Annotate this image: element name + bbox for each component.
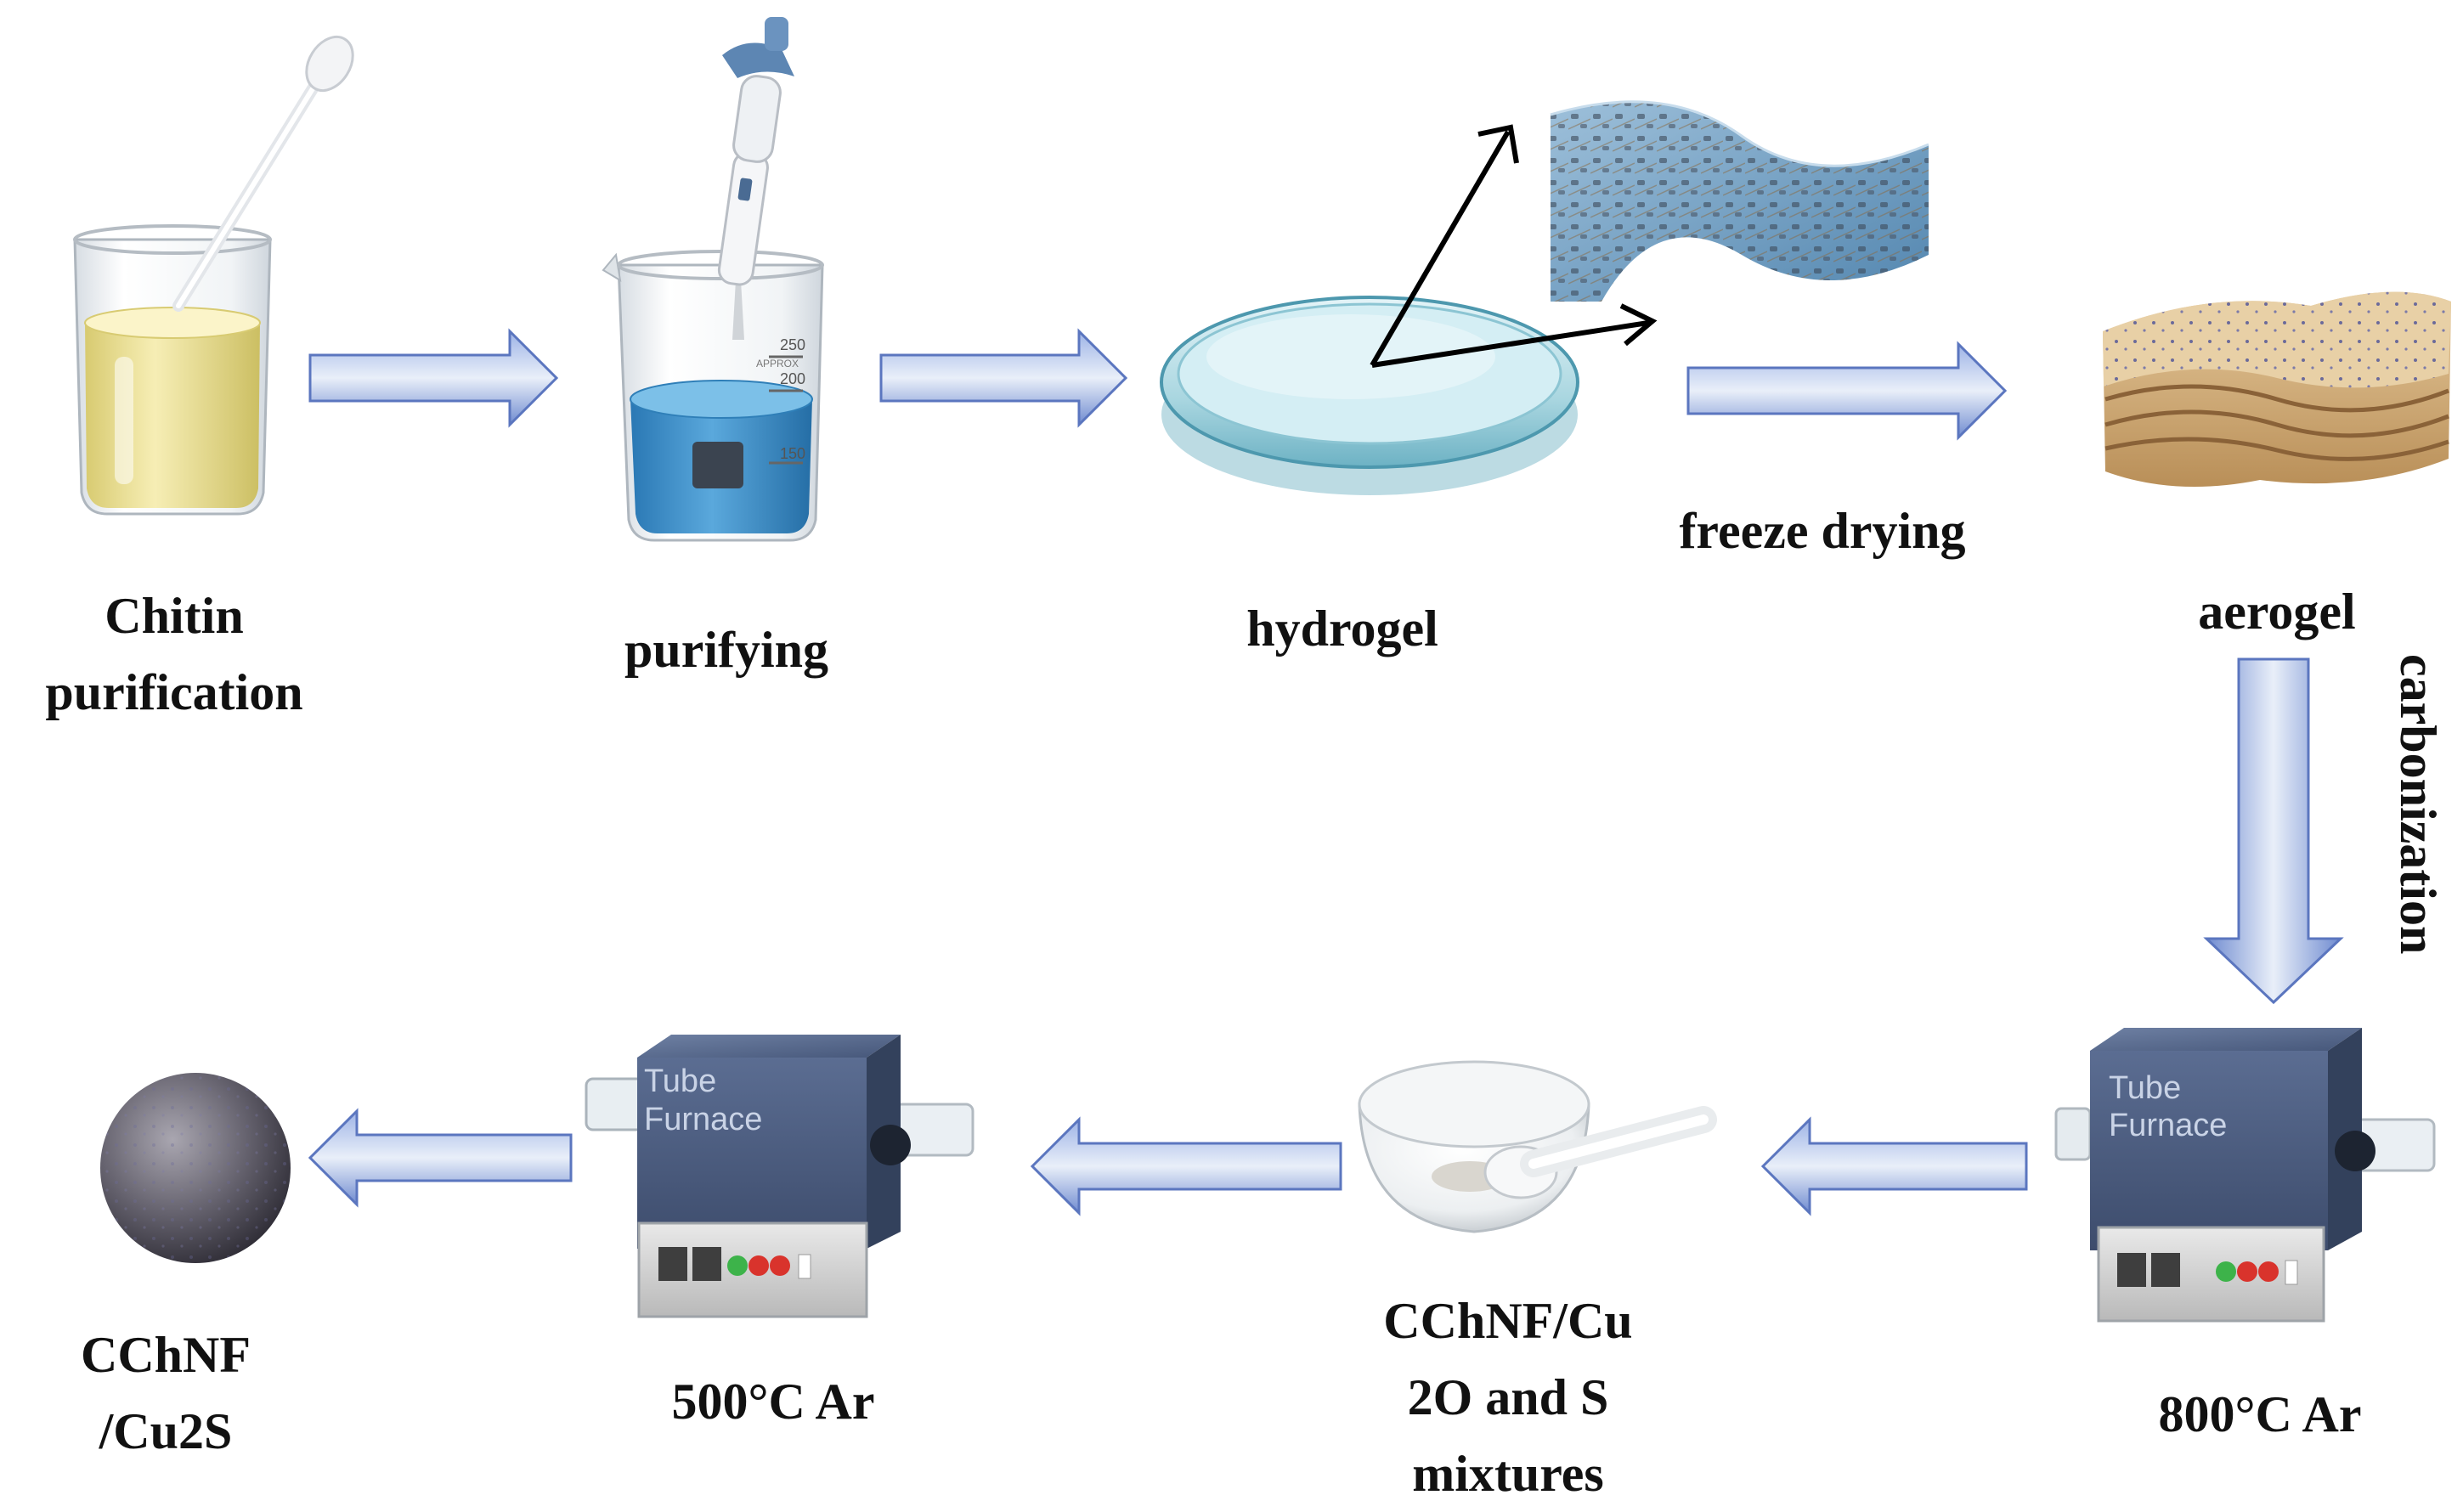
label-product-line1: CChNF — [80, 1327, 251, 1383]
purifying-beaker-illustration: 250 200 150 APPROX — [602, 17, 824, 542]
arrow-chitin-to-purifying — [308, 328, 559, 428]
label-500c-ar: 500°C Ar — [671, 1374, 875, 1430]
pestle-icon — [1483, 1106, 1717, 1199]
furnace-500-label-line1: Tube — [644, 1063, 716, 1099]
furnace-500-label-line2: Furnace — [644, 1102, 762, 1137]
label-chitin-line2: purification — [45, 664, 303, 720]
arrow-hydrogel-to-aerogel — [1686, 341, 2008, 441]
arrow-purifying-to-hydrogel — [879, 328, 1128, 428]
chitin-beaker-illustration — [73, 35, 354, 516]
cchnf-cu2s-sphere-illustration — [100, 1073, 291, 1263]
label-mixtures-line3: mixtures — [1412, 1446, 1604, 1502]
petri-dish-illustration — [1160, 296, 1579, 495]
label-product: CChNF /Cu2S — [51, 1317, 280, 1470]
mortar-pestle-illustration — [1358, 1060, 1717, 1233]
label-aerogel: aerogel — [2198, 584, 2356, 640]
beaker-graduation-marks: 250 200 150 APPROX — [756, 336, 805, 465]
label-mixtures: CChNF/Cu 2O and S mixtures — [1317, 1283, 1699, 1512]
label-mixtures-line2: 2O and S — [1407, 1369, 1609, 1425]
beaker-mark-low: 150 — [780, 445, 805, 462]
label-carbonization: carbonization — [2390, 654, 2446, 955]
beaker-mark-mid: 200 — [780, 370, 805, 387]
aerogel-illustration — [2103, 291, 2451, 487]
micropipette-icon — [717, 17, 794, 340]
tube-furnace-500-illustration: Tube Furnace — [585, 1035, 974, 1318]
arrow-mixtures-to-500 — [1030, 1116, 1342, 1216]
beaker-mark-note: APPROX — [756, 358, 799, 370]
zoom-arrows — [1370, 124, 1658, 368]
tube-furnace-800-illustration: Tube Furnace — [2054, 1028, 2436, 1323]
label-hydrogel: hydrogel — [1246, 601, 1438, 657]
label-800c-ar: 800°C Ar — [2158, 1386, 2362, 1442]
beaker-mark-top: 250 — [780, 336, 805, 353]
furnace-800-label-line1: Tube — [2109, 1070, 2181, 1106]
arrow-carbonization — [2203, 657, 2344, 1005]
hydrogel-network-illustration — [1550, 100, 1929, 302]
label-product-line2: /Cu2S — [99, 1403, 233, 1459]
furnace-800-label-line2: Furnace — [2109, 1108, 2227, 1143]
label-purifying: purifying — [624, 622, 829, 678]
arrow-800-to-mixtures — [1760, 1116, 2028, 1216]
label-mixtures-line1: CChNF/Cu — [1383, 1293, 1633, 1349]
arrow-500-to-product — [308, 1108, 573, 1208]
pipette-icon — [172, 35, 354, 312]
label-chitin-purification: Chitin purification — [13, 578, 336, 731]
label-chitin-line1: Chitin — [105, 588, 244, 644]
label-freeze-drying: freeze drying — [1679, 503, 1966, 559]
